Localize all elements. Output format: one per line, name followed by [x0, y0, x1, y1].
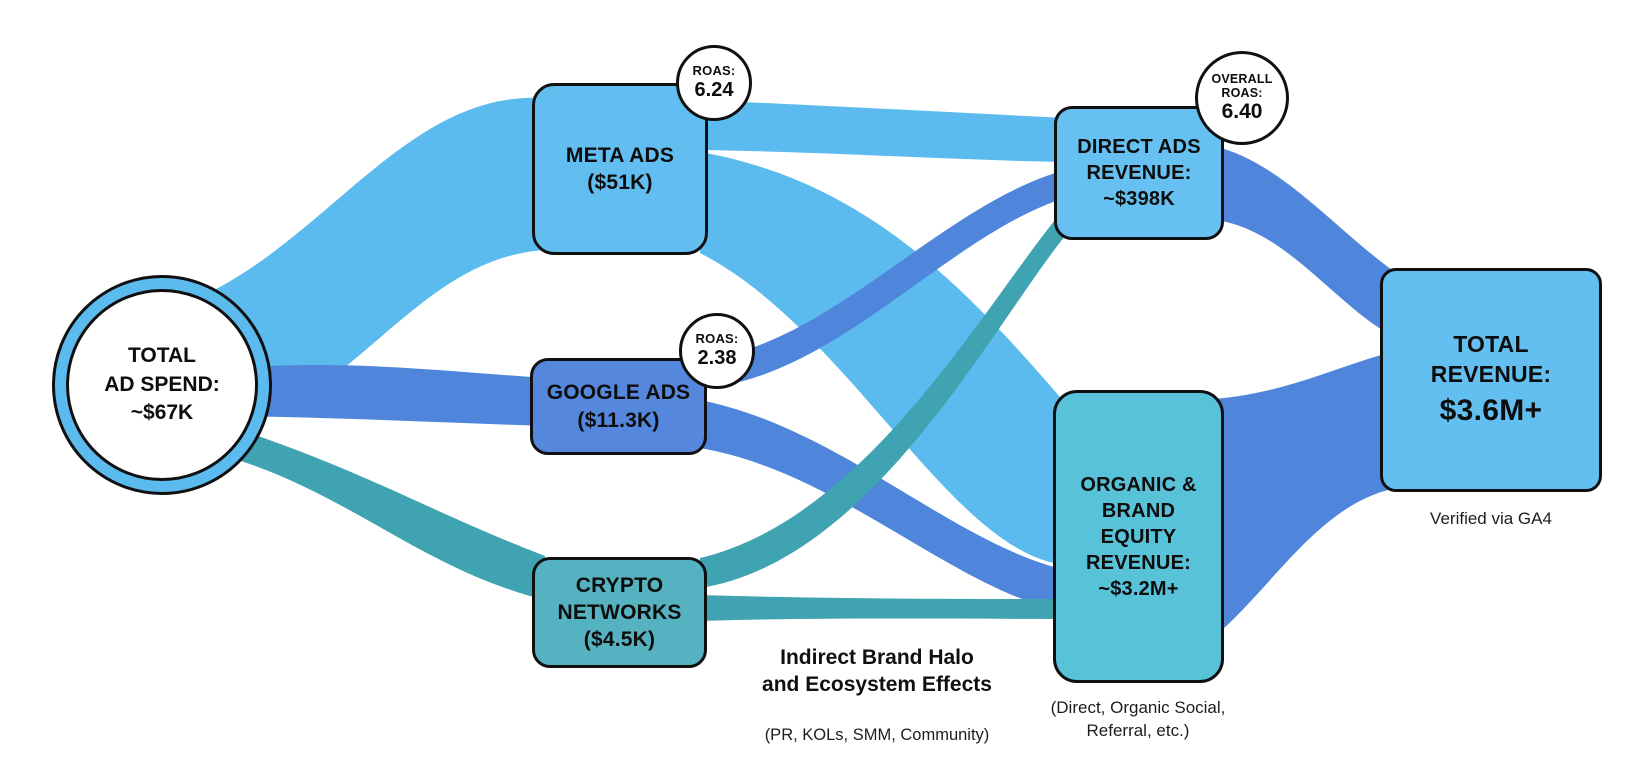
flow-meta-to-direct	[700, 100, 1065, 162]
ga4-verified-caption: Verified via GA4	[1430, 509, 1552, 528]
node-organic-brand-equity-revenue: ORGANIC & BRAND EQUITY REVENUE: ~$3.2M+	[1053, 390, 1224, 683]
node-total-revenue: TOTAL REVENUE: $3.6M+	[1380, 268, 1602, 492]
total-revenue-value: $3.6M+	[1439, 394, 1543, 428]
flow-organic-to-total	[1214, 352, 1392, 637]
flow-adspend-to-crypto	[222, 424, 545, 600]
node-meta-ads: META ADS ($51K)	[532, 83, 708, 255]
flow-google-to-organic	[700, 400, 1065, 612]
meta-roas-label: ROAS:	[692, 63, 736, 79]
node-total-ad-spend: TOTAL AD SPEND: ~$67K	[52, 275, 272, 495]
google-roas-label: ROAS:	[695, 331, 739, 347]
google-roas-value: 2.38	[697, 346, 737, 369]
indirect-effects-subtitle: (PR, KOLs, SMM, Community)	[764, 725, 990, 744]
total-revenue-label: TOTAL REVENUE:	[1430, 330, 1552, 387]
overall-roas-badge: OVERALL ROAS: 6.40	[1195, 51, 1289, 145]
node-crypto-networks: CRYPTO NETWORKS ($4.5K)	[532, 557, 707, 668]
overall-roas-label: OVERALL ROAS:	[1211, 71, 1273, 100]
organic-revenue-caption: (Direct, Organic Social, Referral, etc.)	[1050, 698, 1226, 740]
overall-roas-value: 6.40	[1221, 99, 1263, 123]
total-ad-spend-label: TOTAL AD SPEND: ~$67K	[66, 289, 258, 481]
flow-adspend-to-meta	[198, 97, 545, 429]
flow-meta-to-organic	[700, 152, 1065, 565]
meta-roas-badge: ROAS: 6.24	[676, 45, 752, 121]
flow-direct-to-total	[1214, 146, 1392, 336]
google-roas-badge: ROAS: 2.38	[679, 313, 755, 389]
node-direct-ads-revenue: DIRECT ADS REVENUE: ~$398K	[1054, 106, 1224, 240]
indirect-effects-note: Indirect Brand Halo and Ecosystem Effect…	[687, 622, 1067, 769]
flow-google-to-direct	[700, 170, 1065, 388]
flow-adspend-to-google	[228, 365, 545, 426]
flow-crypto-to-indirect-effects	[700, 595, 1090, 621]
indirect-effects-title: Indirect Brand Halo and Ecosystem Effect…	[762, 645, 992, 696]
flow-crypto-to-direct	[700, 208, 1065, 588]
meta-roas-value: 6.24	[694, 78, 734, 101]
node-google-ads: GOOGLE ADS ($11.3K)	[530, 358, 707, 455]
